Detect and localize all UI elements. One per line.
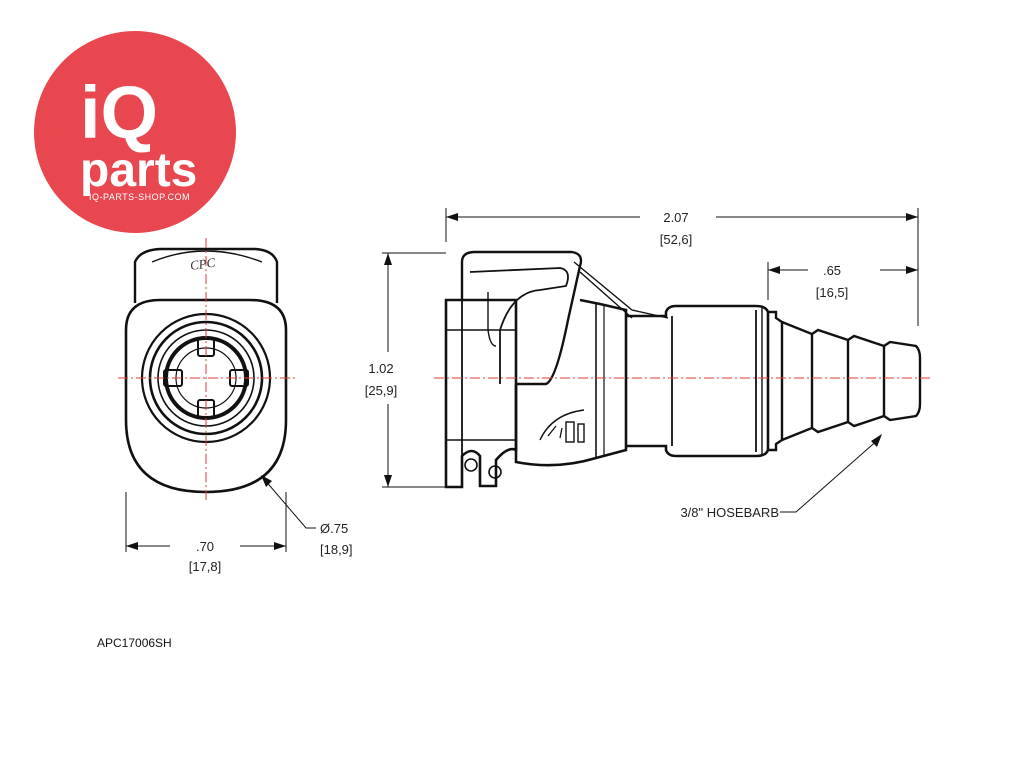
side-view: 2.07 [52,6] .65 [16,5] 1.02 [25,9]: [365, 208, 932, 520]
width-dimension: .70: [196, 539, 214, 554]
logo-brand-bottom: parts: [80, 144, 197, 197]
overall-length-dimension-mm: [52,6]: [660, 232, 693, 247]
height-dimension-mm: [25,9]: [365, 383, 398, 398]
body-mark-text: CPC: [189, 255, 216, 273]
height-dimension: 1.02: [368, 361, 393, 376]
end-view: CPC .70 [17,8] Ø.75 [18,9]: [118, 238, 353, 574]
barb-length-dimension-mm: [16,5]: [816, 285, 849, 300]
logo-tagline: IQ-PARTS-SHOP.COM: [89, 192, 190, 202]
hosebarb-callout: 3/8" HOSEBARB: [680, 505, 779, 520]
logo-brand-top: iQ: [80, 71, 158, 154]
width-dimension-mm: [17,8]: [189, 559, 222, 574]
diameter-dimension: Ø.75: [320, 521, 348, 536]
overall-length-dimension: 2.07: [663, 210, 688, 225]
iq-parts-logo: iQ parts IQ-PARTS-SHOP.COM: [34, 31, 236, 233]
part-number: APC17006SH: [97, 636, 172, 650]
diameter-dimension-mm: [18,9]: [320, 542, 353, 557]
barb-length-dimension: .65: [823, 263, 841, 278]
